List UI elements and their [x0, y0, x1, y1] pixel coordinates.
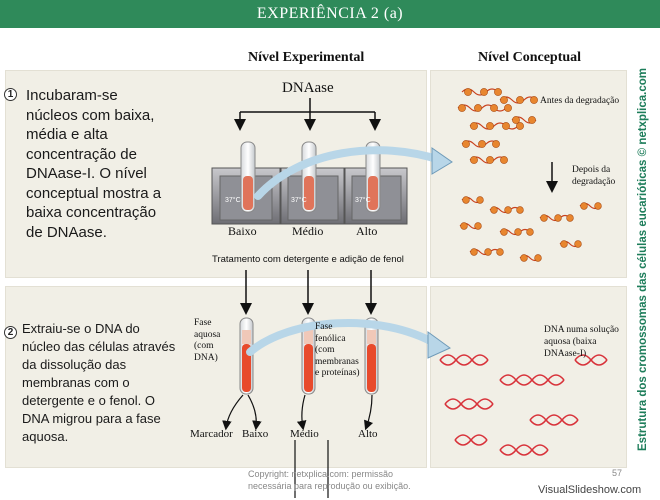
- tube-label-high: Alto: [356, 224, 378, 238]
- step2-number: 2: [4, 326, 17, 339]
- solution-line: aquosa (baixa: [544, 337, 597, 347]
- step2-line: Extraiu-se o DNA do: [22, 321, 140, 336]
- treatment-label: Tratamento com detergente e adição de fe…: [212, 254, 404, 265]
- aqueous-line: Fase: [194, 318, 212, 328]
- step2-line: núcleo das células através: [22, 339, 176, 354]
- before-degradation-label: Antes da degradação: [540, 96, 620, 106]
- dnaase-label: DNAase: [282, 80, 334, 96]
- step1-description: Incubaram-se núcleos com baixa, média e …: [26, 86, 161, 242]
- dnaase-arrows: [234, 98, 381, 131]
- after-degradation-line: Depois da: [572, 165, 611, 175]
- step2-line: da dissolução das: [22, 357, 127, 372]
- column-header-experimental: Nível Experimental: [248, 50, 365, 65]
- solution-line: DNAase-I): [544, 349, 587, 359]
- phenol-line: (com: [315, 345, 335, 355]
- step1-line: de DNAase.: [26, 223, 107, 241]
- tube-label-mid: Médio: [292, 224, 324, 238]
- aqueous-line: (com: [194, 341, 214, 351]
- dna-helices: [439, 354, 608, 456]
- tube-label-low: Baixo: [228, 224, 257, 238]
- bottom-label-low: Baixo: [242, 428, 269, 440]
- slide-title: EXPERIÊNCIA 2 (a): [0, 0, 660, 28]
- phenol-line: Fase: [315, 322, 333, 332]
- solution-label: DNA numa solução aquosa (baixa DNAase-I): [544, 324, 619, 360]
- phenol-line: e proteínas): [315, 368, 360, 378]
- transfer-arrows: [240, 270, 377, 315]
- copyright-line: necessária para reprodução ou exibição.: [248, 481, 411, 491]
- step1-line: núcleos com baixa,: [26, 106, 155, 124]
- solution-line: DNA numa solução: [544, 325, 619, 335]
- step2-tubes: [239, 317, 379, 395]
- step2-description: Extraiu-se o DNA do núcleo das células a…: [22, 320, 175, 446]
- brand-watermark: VisualSlideshow.com: [538, 484, 642, 496]
- phenol-line: fenólica: [315, 333, 346, 344]
- after-degradation-line: degradação: [572, 177, 616, 187]
- step1-line: conceptual mostra a: [26, 184, 162, 202]
- chromatin-before: [457, 88, 537, 164]
- bottom-label-high: Alto: [358, 428, 378, 440]
- copyright-line: Copyright: netxplica.com: permissão: [248, 469, 394, 479]
- column-header-conceptual: Nível Conceptual: [478, 50, 582, 65]
- temp-label-mid: 37°C: [291, 197, 307, 204]
- phenol-phase-label: Fase fenólica (com membranas e proteínas…: [315, 322, 360, 380]
- step1-number: 1: [4, 88, 17, 101]
- step1-line: baixa concentração: [26, 204, 157, 221]
- bottom-label-marker: Marcador: [190, 428, 233, 440]
- page-number: 57: [612, 468, 623, 478]
- step2-experimental-panel: [5, 286, 427, 468]
- step2-line: DNA migrou para a fase: [22, 411, 161, 426]
- step2-line: membranas com o: [22, 375, 130, 390]
- step1-line: Incubaram-se: [26, 87, 118, 104]
- aqueous-phase-label: Fase aquosa (com DNA): [194, 318, 220, 364]
- conceptual-link-arrow-2: [246, 319, 440, 356]
- phenol-line: membranas: [315, 356, 359, 367]
- step2-line: aquosa.: [22, 429, 69, 444]
- temp-label-high: 37°C: [355, 197, 371, 204]
- after-degradation-label: Depois da degradação: [572, 164, 615, 188]
- nucleosomes-after: [460, 196, 602, 262]
- step1-line: média e alta: [26, 126, 108, 143]
- conceptual-link-arrow-1: [254, 146, 444, 200]
- aqueous-line: DNA): [194, 352, 218, 363]
- step1-line: concentração de: [26, 145, 137, 163]
- bottom-curve-arrows: [222, 394, 374, 498]
- conceptual-link-arrow-2-head: [427, 331, 451, 359]
- temp-label-low: 37°C: [225, 197, 241, 204]
- step2-line: detergente e o fenol. O: [22, 393, 155, 408]
- step1-line: DNAase-I. O nível: [26, 165, 147, 182]
- conceptual-link-arrow-1-head: [431, 147, 453, 175]
- aqueous-line: aquosa: [194, 329, 221, 340]
- copyright-note: Copyright: netxplica.com: permissão nece…: [248, 468, 411, 492]
- nucleosomes-before: [458, 88, 538, 164]
- bottom-label-mid: Médio: [290, 428, 319, 440]
